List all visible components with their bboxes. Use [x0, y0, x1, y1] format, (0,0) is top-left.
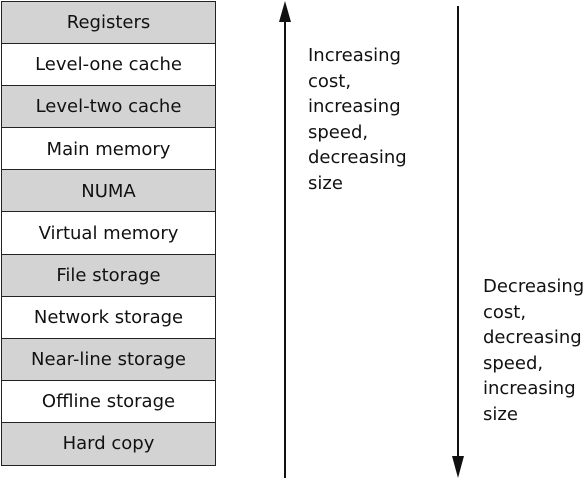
level-virtual-memory: Virtual memory: [1, 211, 216, 256]
level-registers: Registers: [1, 1, 216, 45]
down-caption-line: increasing: [483, 378, 576, 399]
down-arrow: [452, 6, 464, 478]
level-network-storage: Network storage: [1, 295, 216, 340]
down-caption: Decreasing cost, decreasing speed, incre…: [483, 274, 584, 427]
level-level-one-cache: Level-one cache: [1, 43, 216, 87]
level-near-line-storage: Near-line storage: [1, 337, 216, 382]
up-caption-line: Increasing: [308, 45, 401, 66]
up-caption-line: cost,: [308, 70, 352, 92]
memory-hierarchy-stack: Registers Level-one cache Level-two cach…: [1, 1, 216, 466]
up-caption-line: decreasing: [308, 147, 407, 168]
level-offline-storage: Offline storage: [1, 379, 216, 424]
level-level-two-cache: Level-two cache: [1, 85, 216, 129]
down-caption-line: size: [483, 403, 518, 425]
level-hard-copy: Hard copy: [1, 421, 216, 466]
down-caption-line: Decreasing: [483, 276, 584, 297]
up-caption-line: size: [308, 172, 343, 194]
up-caption: Increasing cost, increasing speed, decre…: [308, 43, 407, 196]
down-caption-line: cost,: [483, 301, 527, 323]
level-file-storage: File storage: [1, 253, 216, 298]
down-caption-line: speed,: [483, 352, 544, 374]
down-caption-line: decreasing: [483, 327, 582, 348]
up-caption-line: speed,: [308, 121, 369, 143]
up-caption-line: increasing: [308, 96, 401, 117]
level-numa: NUMA: [1, 169, 216, 213]
level-main-memory: Main memory: [1, 127, 216, 171]
up-arrow: [279, 1, 291, 478]
